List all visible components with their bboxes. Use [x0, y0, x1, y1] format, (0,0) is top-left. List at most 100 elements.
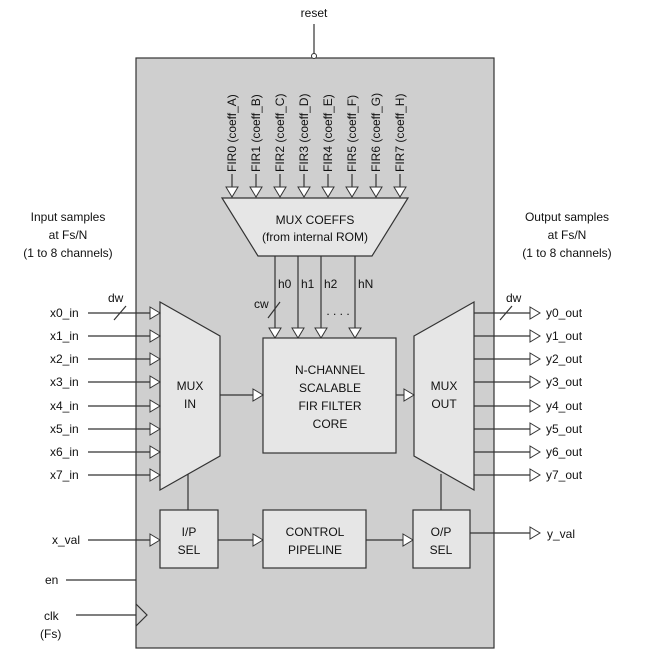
ip-sel-line-2: SEL: [178, 543, 201, 557]
clk-fs-label: (Fs): [40, 627, 61, 641]
ip-sel-line-1: I/P: [182, 525, 197, 539]
input-port-label: x4_in: [50, 399, 79, 413]
output-port-label: y1_out: [546, 329, 583, 343]
core-line-2: SCALABLE: [299, 381, 361, 395]
core-to-mux-out-arrow-icon: [403, 388, 415, 402]
input-0-arrow-icon: [149, 306, 161, 320]
op-sel-line-2: SEL: [430, 543, 453, 557]
en-label: en: [45, 573, 58, 587]
input-1-arrow-icon: [149, 329, 161, 343]
cw-label: cw: [254, 297, 269, 311]
dw-in-label: dw: [108, 291, 124, 305]
tap-label: h2: [324, 277, 338, 291]
mux-coeffs-subtitle: (from internal ROM): [262, 230, 368, 244]
mux-out-block: [413, 300, 475, 492]
op-sel-block: [412, 509, 471, 569]
control-line-1: CONTROL: [286, 525, 345, 539]
core-line-3: FIR FILTER: [298, 399, 361, 413]
x-val-arrow-icon: [149, 533, 161, 547]
output-port-label: y0_out: [546, 306, 583, 320]
mux-in-line-2: IN: [184, 397, 196, 411]
output-7-arrow-icon: [529, 468, 541, 482]
input-port-label: x5_in: [50, 422, 79, 436]
control-pipeline-block: [262, 509, 367, 569]
input-caption-2: at Fs/N: [49, 228, 88, 242]
op-sel-line-1: O/P: [431, 525, 452, 539]
input-caption-3: (1 to 8 channels): [23, 246, 112, 260]
output-caption-2: at Fs/N: [548, 228, 587, 242]
clock-edge-icon: [135, 603, 148, 627]
mux-coeffs-block: [220, 197, 410, 257]
tap-label: hN: [358, 277, 373, 291]
coeff-input-7-arrow-icon: [393, 186, 407, 198]
tap-0-arrow-icon: [268, 327, 282, 339]
mux-in-to-core-arrow-icon: [252, 388, 264, 402]
coeff-input-4-arrow-icon: [321, 186, 335, 198]
output-3-arrow-icon: [529, 375, 541, 389]
coeff-input-label: FIR6 (coeff_G): [369, 93, 383, 172]
core-line-4: CORE: [313, 417, 348, 431]
ip-sel-to-control-arrow-icon: [252, 533, 264, 547]
input-7-arrow-icon: [149, 468, 161, 482]
coeff-input-1-arrow-icon: [249, 186, 263, 198]
clk-label: clk: [44, 609, 60, 623]
coeff-input-5-arrow-icon: [345, 186, 359, 198]
input-5-arrow-icon: [149, 422, 161, 436]
input-port-label: x3_in: [50, 375, 79, 389]
coeff-input-label: FIR1 (coeff_B): [249, 94, 263, 172]
input-port-label: x1_in: [50, 329, 79, 343]
input-port-label: x2_in: [50, 352, 79, 366]
coeff-input-2-arrow-icon: [273, 186, 287, 198]
tap-2-arrow-icon: [314, 327, 328, 339]
output-0-arrow-icon: [529, 306, 541, 320]
coeff-input-label: FIR2 (coeff_C): [273, 94, 287, 172]
mux-in-block: [159, 300, 221, 492]
output-2-arrow-icon: [529, 352, 541, 366]
y-val-label: y_val: [547, 527, 575, 541]
input-port-label: x7_in: [50, 468, 79, 482]
tap-label: h1: [301, 277, 315, 291]
output-4-arrow-icon: [529, 399, 541, 413]
ip-sel-block: [159, 509, 219, 569]
input-port-label: x6_in: [50, 445, 79, 459]
mux-in-line-1: MUX: [177, 379, 204, 393]
input-caption-1: Input samples: [31, 210, 106, 224]
coeff-input-label: FIR5 (coeff_F): [345, 95, 359, 172]
tap-3-arrow-icon: [348, 327, 362, 339]
input-6-arrow-icon: [149, 445, 161, 459]
output-port-label: y4_out: [546, 399, 583, 413]
coeff-input-label: FIR4 (coeff_E): [321, 94, 335, 172]
taps-ellipsis: . . . .: [326, 304, 349, 318]
coeff-input-6-arrow-icon: [369, 186, 383, 198]
input-3-arrow-icon: [149, 375, 161, 389]
tap-label: h0: [278, 277, 292, 291]
output-caption-3: (1 to 8 channels): [522, 246, 611, 260]
fir-core-block: [262, 337, 397, 454]
control-line-2: PIPELINE: [288, 543, 342, 557]
control-to-op-sel-arrow-icon: [402, 533, 414, 547]
coeff-input-label: FIR0 (coeff_A): [225, 94, 239, 172]
reset-label: reset: [301, 6, 328, 20]
coeff-input-label: FIR7 (coeff_H): [393, 94, 407, 172]
input-4-arrow-icon: [149, 399, 161, 413]
cw-bus-slash: [267, 301, 281, 319]
mux-out-line-2: OUT: [431, 397, 457, 411]
input-2-arrow-icon: [149, 352, 161, 366]
input-port-label: x0_in: [50, 306, 79, 320]
dw-out-label: dw: [506, 291, 522, 305]
tap-1-arrow-icon: [291, 327, 305, 339]
output-caption-1: Output samples: [525, 210, 609, 224]
output-1-arrow-icon: [529, 329, 541, 343]
y-val-arrow-icon: [529, 526, 541, 540]
reset-port-icon: [311, 53, 317, 59]
output-port-label: y7_out: [546, 468, 583, 482]
core-line-1: N-CHANNEL: [295, 363, 365, 377]
mux-coeffs-title: MUX COEFFS: [276, 213, 355, 227]
coeff-input-0-arrow-icon: [225, 186, 239, 198]
output-port-label: y5_out: [546, 422, 583, 436]
mux-out-line-1: MUX: [431, 379, 458, 393]
output-port-label: y3_out: [546, 375, 583, 389]
output-5-arrow-icon: [529, 422, 541, 436]
x-val-label: x_val: [52, 533, 80, 547]
